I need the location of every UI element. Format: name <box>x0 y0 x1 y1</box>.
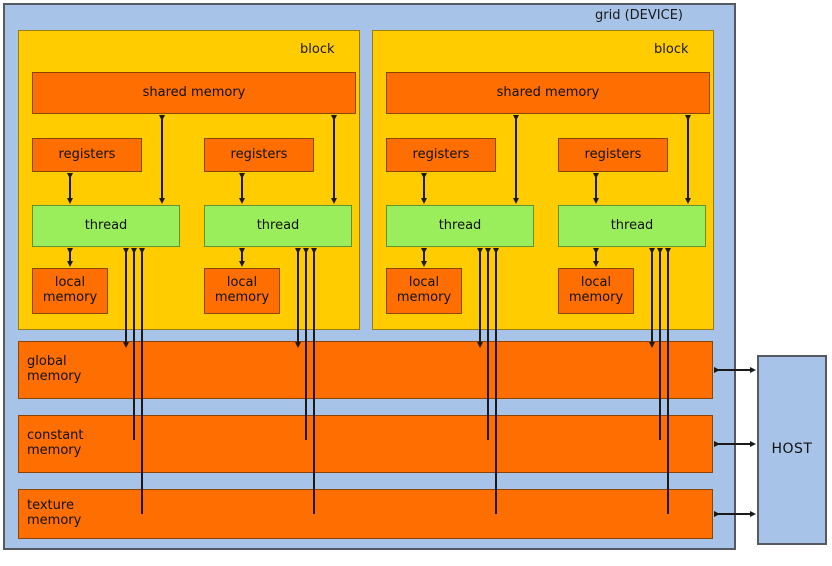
block-1-label: block <box>300 42 335 57</box>
block-2-shared-memory: shared memory <box>386 72 710 114</box>
block-2-label: block <box>654 42 689 57</box>
block-2-thread-2: thread <box>558 205 706 247</box>
block-1-thread-2-local-memory: local memory <box>204 268 280 314</box>
block-1-thread-2-registers: registers <box>204 138 314 172</box>
block-2-thread-1-local-memory: local memory <box>386 268 462 314</box>
block-1-thread-2: thread <box>204 205 352 247</box>
host-box: HOST <box>757 355 827 545</box>
block-1-thread-1-registers: registers <box>32 138 142 172</box>
block-2-thread-2-local-memory: local memory <box>558 268 634 314</box>
block-2-thread-1: thread <box>386 205 534 247</box>
constant-memory: constant memory <box>18 415 713 473</box>
block-1-thread-1: thread <box>32 205 180 247</box>
grid-label: grid (DEVICE) <box>595 8 683 23</box>
texture-memory: texture memory <box>18 489 713 539</box>
block-2-thread-2-registers: registers <box>558 138 668 172</box>
block-1-shared-memory: shared memory <box>32 72 356 114</box>
block-2-thread-1-registers: registers <box>386 138 496 172</box>
block-1-thread-1-local-memory: local memory <box>32 268 108 314</box>
global-memory: global memory <box>18 341 713 399</box>
